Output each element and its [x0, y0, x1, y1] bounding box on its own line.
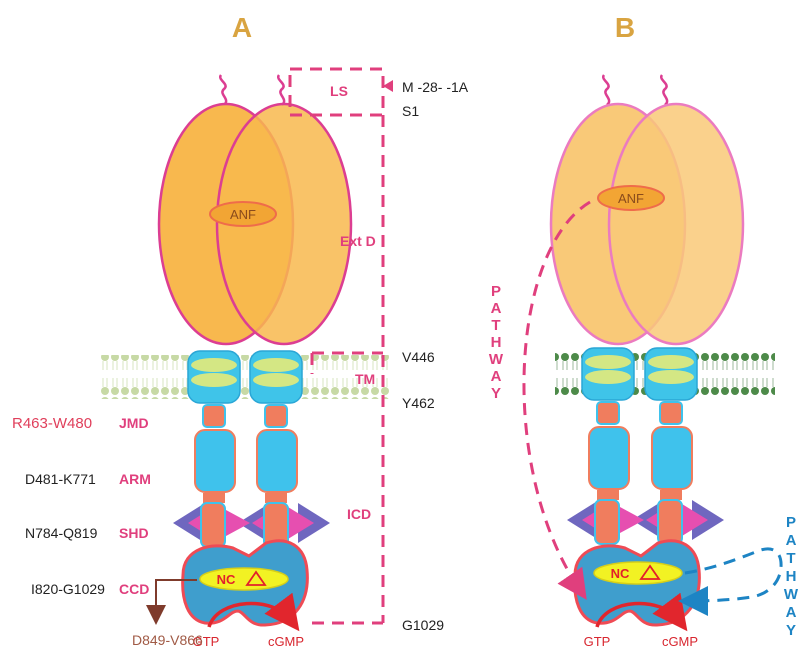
jmd-block-left — [203, 405, 225, 427]
pathway-letter: P — [786, 514, 796, 531]
arm-block-right-b — [652, 427, 692, 489]
pathway-letter: W — [784, 586, 799, 603]
region-icd: ICD — [347, 506, 371, 522]
nc-site-b — [594, 562, 682, 584]
nc-label: NC — [217, 572, 236, 587]
residue-g1029: G1029 — [402, 617, 444, 633]
region-tm: TM — [355, 371, 375, 387]
arm-linker-right — [265, 493, 287, 503]
pathway-letter: T — [491, 317, 500, 334]
residue-y462: Y462 — [402, 395, 435, 411]
pathway-letter: Y — [491, 385, 501, 402]
anf-label-b: ANF — [618, 191, 644, 206]
shd-region-b — [567, 500, 724, 544]
anf-label: ANF — [230, 207, 256, 222]
jmd-block-left-b — [597, 402, 619, 424]
membrane-bilayer — [100, 355, 390, 399]
jmd-block-right — [265, 405, 287, 427]
arm-block-left — [195, 430, 235, 492]
pathway-letter: A — [786, 604, 797, 621]
region-ls: LS — [330, 83, 348, 99]
region-arm: ARM — [119, 471, 151, 487]
residue-s1: S1 — [402, 103, 419, 119]
arm-linker-right-b — [660, 490, 682, 500]
pathway-letter: A — [786, 532, 797, 549]
jmd-block-right-b — [660, 402, 682, 424]
residue-v446: V446 — [402, 349, 435, 365]
pathway-letter: A — [491, 368, 502, 385]
signal-peptide-right-b — [661, 75, 667, 105]
nc-label-b: NC — [611, 566, 630, 581]
cgmp-label-b: cGMP — [662, 634, 698, 649]
ecd-lobe-right-b — [609, 104, 743, 344]
arm-block-right — [257, 430, 297, 492]
residue-signal: M -28- -1A — [402, 79, 469, 95]
residue-jmd-range: R463-W480 — [12, 415, 92, 432]
signal-peptide-left-b — [603, 75, 609, 105]
region-ccd: CCD — [119, 581, 149, 597]
region-ext-d: Ext D — [340, 233, 376, 249]
pathway-letter: Y — [786, 622, 796, 639]
residue-d849-v866: D849-V866 — [132, 632, 203, 648]
pathway-letter: H — [786, 568, 797, 585]
residue-arm-range: D481-K771 — [25, 471, 96, 487]
panel-b-title: B — [615, 12, 635, 43]
arm-linker-left — [203, 493, 225, 503]
arm-linker-left-b — [597, 490, 619, 500]
pathway-letter: H — [491, 334, 502, 351]
pathway-letter: W — [489, 351, 504, 368]
signal-peptide-right — [278, 75, 284, 105]
signal-peptide-left — [220, 75, 226, 105]
pathway-letter: A — [491, 300, 502, 317]
cgmp-label-a: cGMP — [268, 634, 304, 649]
panel-a-title: A — [232, 12, 252, 43]
gtp-label-b: GTP — [584, 634, 611, 649]
region-jmd: JMD — [119, 415, 149, 431]
shd-region — [173, 503, 330, 547]
residue-shd-range: N784-Q819 — [25, 525, 98, 541]
region-shd: SHD — [119, 525, 149, 541]
arm-block-left-b — [589, 427, 629, 489]
pathway-letter: P — [491, 283, 501, 300]
pathway-letter: T — [786, 550, 795, 567]
nc-site — [200, 568, 288, 590]
residue-ccd-range: I820-G1029 — [31, 581, 105, 597]
